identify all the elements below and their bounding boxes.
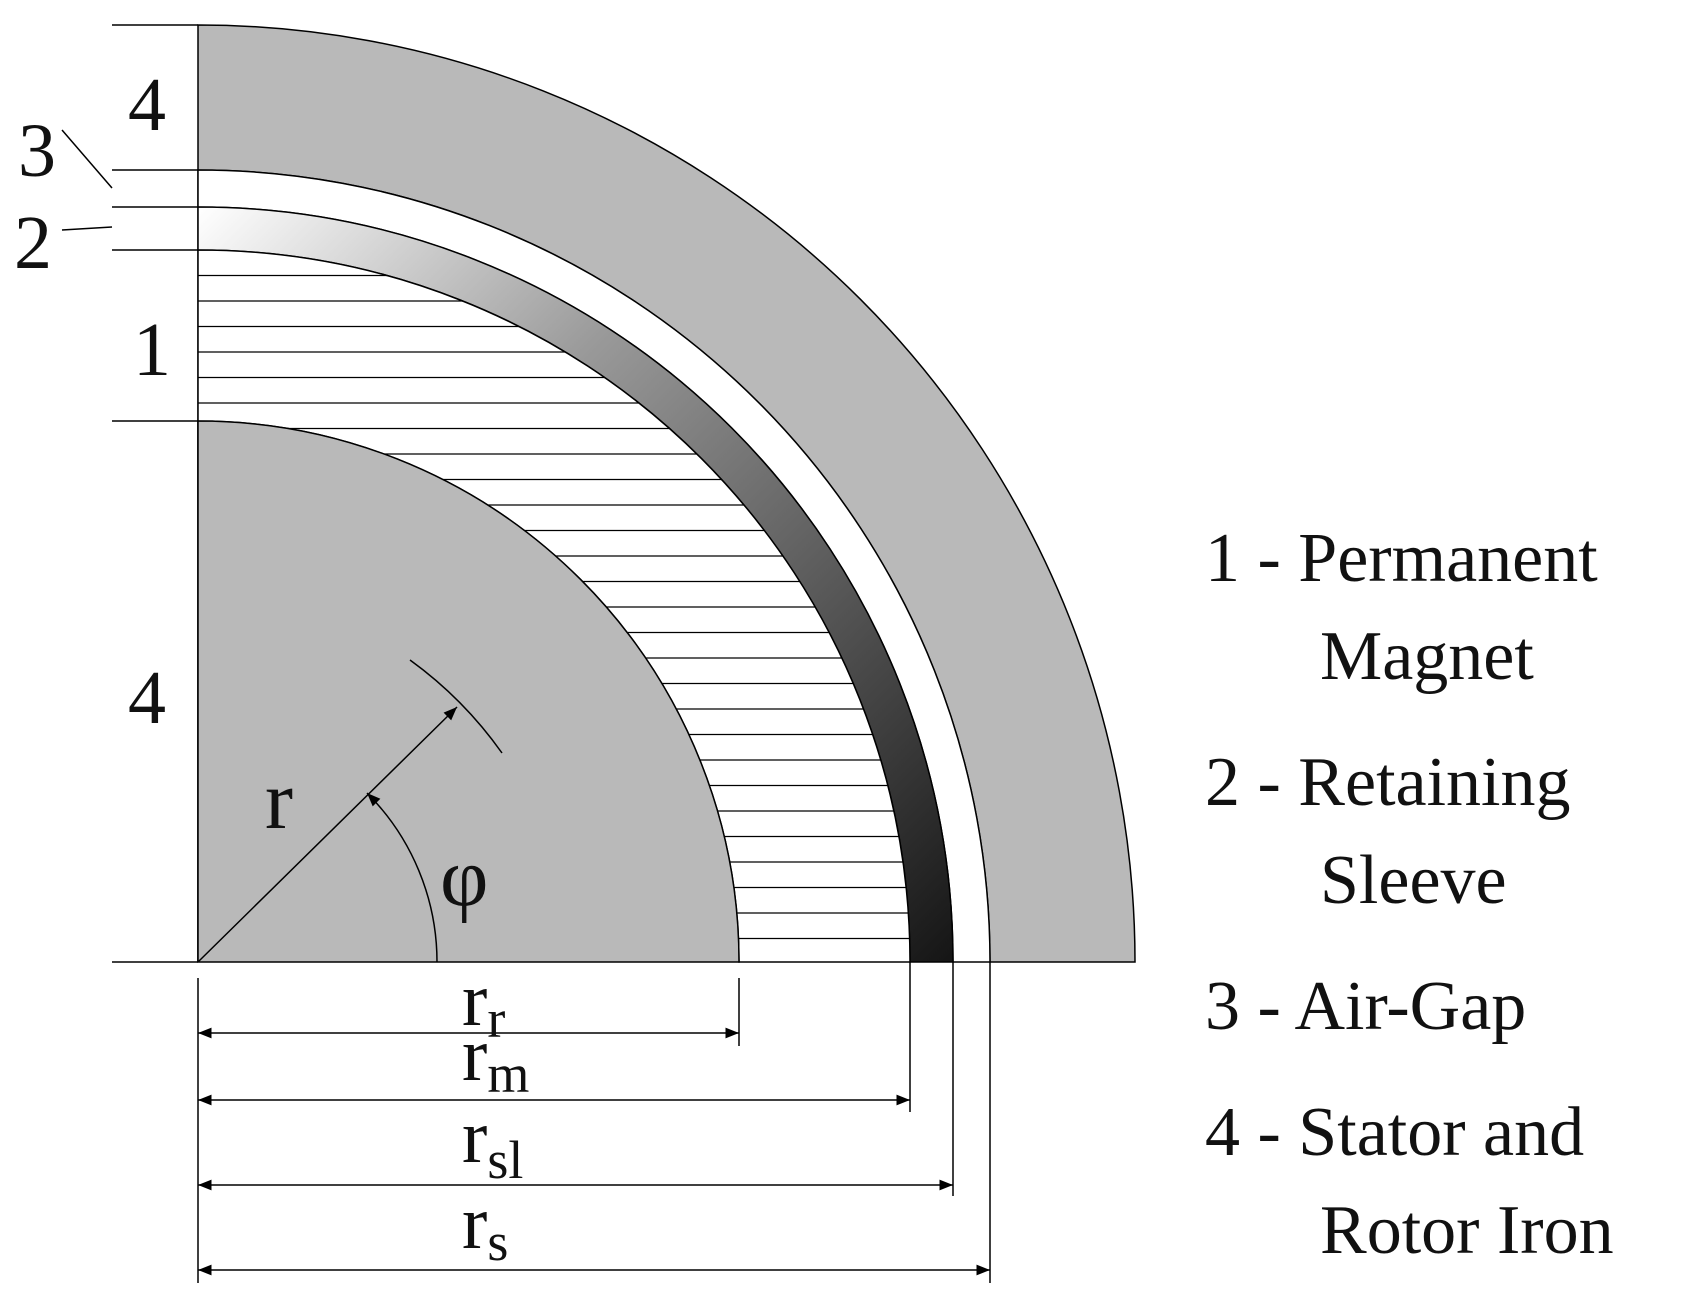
legend-line: 1 - Permanent: [1205, 520, 1598, 597]
legend-item-air-gap: 3 - Air-Gap: [1205, 958, 1685, 1056]
label-stator-4: 4: [128, 63, 166, 147]
dim-label-rm: rm: [462, 1013, 529, 1104]
bottom-extension-lines: [197, 962, 991, 1283]
rotor-iron-core: [197, 420, 740, 963]
legend-item-iron: 4 - Stator and Rotor Iron: [1205, 1084, 1685, 1280]
legend-item-retaining-sleeve: 2 - Retaining Sleeve: [1205, 734, 1685, 930]
dim-label-rsl: rsl: [462, 1095, 523, 1190]
dimension-arrows: [198, 1027, 990, 1276]
radius-arrow: [197, 706, 458, 963]
radius-reference-arc: [409, 659, 503, 754]
legend-line: 2 - Retaining: [1205, 744, 1571, 821]
label-magnet-1: 1: [133, 308, 171, 392]
label-rotor-4: 4: [128, 656, 166, 740]
left-extension-lines: [61, 24, 198, 963]
legend-line: Sleeve: [1320, 842, 1507, 919]
label-sleeve-2: 2: [14, 201, 52, 285]
radius-label: r: [265, 754, 293, 847]
legend-line: Magnet: [1320, 618, 1534, 695]
legend-line: Rotor Iron: [1320, 1192, 1614, 1269]
legend-item-permanent-magnet: 1 - Permanent Magnet: [1205, 510, 1685, 706]
legend-line: 4 - Stator and: [1205, 1094, 1585, 1171]
legend: 1 - Permanent Magnet 2 - Retaining Sleev…: [1205, 510, 1685, 1308]
angle-label: φ: [440, 831, 488, 924]
dim-label-rr: rr: [462, 958, 505, 1049]
label-air-gap-3: 3: [18, 109, 56, 193]
dim-label-rs: rs: [462, 1181, 508, 1272]
legend-line: 3 - Air-Gap: [1205, 968, 1527, 1045]
angle-arc: [366, 792, 438, 963]
